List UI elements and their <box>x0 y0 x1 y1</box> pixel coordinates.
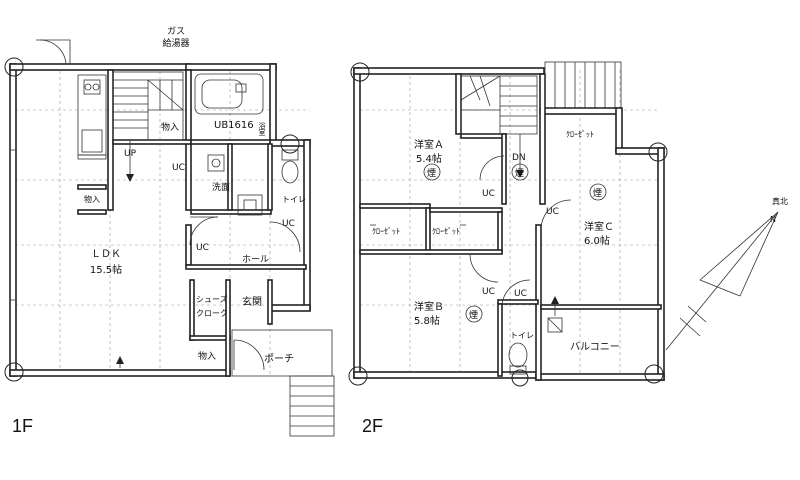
compass-n-label: N <box>770 215 776 224</box>
ldk-size-label: 15.5帖 <box>90 263 122 276</box>
washroom-fixtures <box>207 154 263 216</box>
closet-a-label: ｸﾛｰｾﾞｯﾄ <box>372 227 400 236</box>
entrance-label: 玄関 <box>242 295 262 308</box>
dn-mark: DN <box>512 153 526 163</box>
shoe-closet-label-1: シューズ <box>196 294 228 304</box>
uc-mark-1: UC <box>172 163 185 173</box>
uc-mark-d: UC <box>514 289 527 299</box>
toilet-fixture-1f <box>281 149 299 184</box>
second-floor-label: 2F <box>362 416 383 436</box>
compass-true-north-label: 真北 <box>772 196 788 206</box>
staircase-2f <box>460 75 538 178</box>
toilet-1f-label: トイレ <box>282 195 306 204</box>
uc-mark-b: UC <box>482 287 495 297</box>
first-floor-columns <box>4 57 300 382</box>
bath-label: UB1616 <box>214 120 254 131</box>
first-floor-plan: ガス 給湯器 物入 UB1616 浴室 洗面 トイレ 物入 ＬＤＫ 15.5帖 … <box>4 26 335 437</box>
room-b-size-label: 5.8帖 <box>414 314 440 327</box>
first-floor-doors <box>36 39 301 371</box>
storage-entry-label: 物入 <box>198 350 216 362</box>
room-b-label: 洋室Ｂ <box>414 300 444 313</box>
room-a-size-label: 5.4帖 <box>416 152 442 165</box>
room-a-label: 洋室Ａ <box>414 138 444 151</box>
first-floor-labels: ガス 給湯器 物入 UB1616 浴室 洗面 トイレ 物入 ＬＤＫ 15.5帖 … <box>12 26 306 436</box>
ldk-label: ＬＤＫ <box>91 249 121 260</box>
porch-steps <box>231 329 335 437</box>
smoke-detectors <box>423 163 607 323</box>
shoe-closet-label-2: クローク <box>196 309 228 318</box>
room-c-size-label: 6.0帖 <box>584 234 610 247</box>
smoke-mark-hall: 煙 <box>515 168 524 179</box>
toilet-2f-label: トイレ <box>510 331 534 340</box>
uc-mark-2: UC <box>282 219 295 229</box>
hall-label: ホール <box>242 254 269 265</box>
room-c-label: 洋室Ｃ <box>584 220 614 233</box>
closet-top-label: ｸﾛｰｾﾞｯﾄ <box>566 130 594 139</box>
first-floor-windows <box>10 149 124 368</box>
closet-b-label: ｸﾛｰｾﾞｯﾄ <box>432 227 460 236</box>
second-floor-exterior-walls <box>353 67 665 381</box>
second-floor-plan: 洋室Ａ 5.4帖 ｸﾛｰｾﾞｯﾄ DN 煙 煙 煙 煙 UC UC ｸﾛｰｾﾞｯ… <box>348 61 668 436</box>
kitchen <box>77 74 107 160</box>
balcony-drain <box>547 296 563 333</box>
storage-kitchen-label: 物入 <box>84 194 100 204</box>
storage-stairs-label: 物入 <box>161 121 179 133</box>
water-heater-label-2: 給湯器 <box>162 37 189 49</box>
uc-mark-3: UC <box>196 243 209 253</box>
smoke-mark-c: 煙 <box>593 188 602 199</box>
uc-mark-a: UC <box>482 189 495 199</box>
roof-louver <box>544 61 622 109</box>
second-floor-interior-walls <box>359 73 662 381</box>
second-floor-labels: 洋室Ａ 5.4帖 ｸﾛｰｾﾞｯﾄ DN 煙 煙 煙 煙 UC UC ｸﾛｰｾﾞｯ… <box>362 130 620 436</box>
uc-mark-c: UC <box>546 207 559 217</box>
staircase-1f <box>112 71 184 182</box>
up-mark: UP <box>124 149 137 159</box>
bathtub <box>194 73 264 115</box>
first-floor-interior-walls <box>77 69 307 377</box>
water-heater-label-1: ガス <box>167 26 185 37</box>
smoke-mark-a: 煙 <box>427 168 436 179</box>
first-floor-label: 1F <box>12 416 33 436</box>
north-compass: 真北 N <box>665 196 788 351</box>
second-floor-columns <box>348 62 668 387</box>
balcony-label: バルコニー <box>570 341 620 353</box>
toilet-fixture-2f <box>508 342 528 375</box>
washroom-label: 洗面 <box>212 181 230 193</box>
bath-side-label: 浴室 <box>258 121 266 136</box>
first-floor-grid <box>15 65 310 375</box>
second-floor-doors <box>370 155 572 305</box>
smoke-mark-b: 煙 <box>469 310 478 321</box>
porch-label: ポーチ <box>264 353 294 365</box>
